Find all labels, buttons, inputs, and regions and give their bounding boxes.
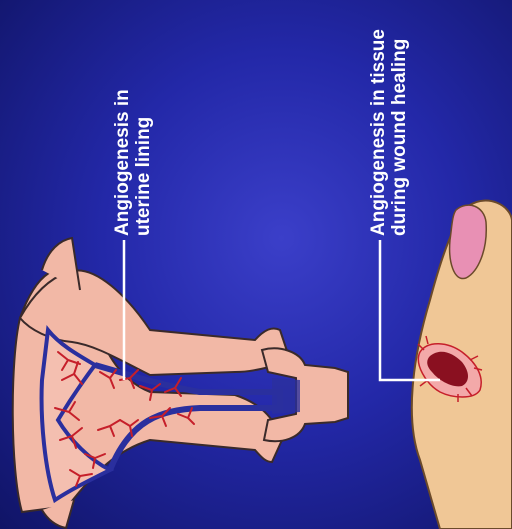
label-wound-line2: during wound healing: [389, 29, 410, 236]
label-wound-angiogenesis: Angiogenesis in tissue during wound heal…: [368, 29, 410, 236]
finger-illustration: [412, 201, 512, 529]
label-uterine-angiogenesis: Angiogenesis in uterine lining: [112, 89, 154, 236]
cervical-canal: [272, 378, 300, 414]
label-uterine-line2: uterine lining: [133, 89, 154, 236]
uterus-illustration: [13, 238, 348, 528]
label-uterine-line1: Angiogenesis in: [112, 89, 133, 236]
label-wound-line1: Angiogenesis in tissue: [368, 29, 389, 236]
